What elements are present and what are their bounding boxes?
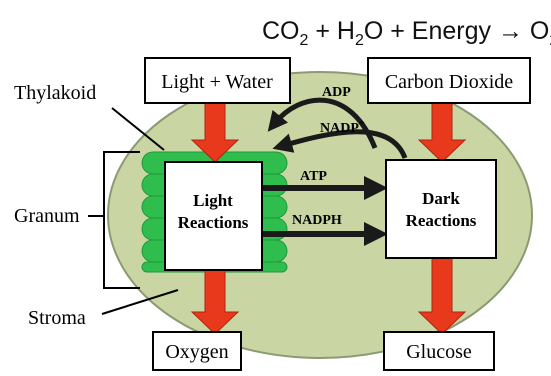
nadp-return-arrow	[272, 129, 408, 160]
light-water-label: Light + Water	[161, 71, 273, 93]
dark-reactions-box	[385, 159, 497, 259]
granum-label: Granum	[14, 205, 80, 227]
granum-bracket	[103, 151, 140, 289]
red-arrows	[190, 102, 467, 335]
nadp-label: NADP+	[320, 118, 365, 136]
dark-reactions-label-line2: Reactions	[406, 211, 477, 230]
adp-label: ADP	[322, 85, 351, 100]
glucose-box	[383, 331, 495, 371]
atp-label: ATP	[300, 169, 327, 184]
stroma-label: Stroma	[28, 307, 86, 329]
carbon-dioxide-label: Carbon Dioxide	[385, 71, 513, 93]
arrow-glyph: →	[498, 17, 523, 45]
thylakoid-label: Thylakoid	[14, 82, 96, 104]
adp-return-arrow	[267, 97, 378, 149]
oxygen-label: Oxygen	[165, 341, 228, 363]
arrow-co2-to-dark-reactions	[417, 102, 467, 163]
stroma-leader-line	[101, 289, 179, 315]
glucose-label: Glucose	[406, 341, 472, 363]
light-reactions-label-line2: Reactions	[178, 213, 249, 232]
arrow-light-reactions-to-oxygen	[190, 269, 240, 335]
arrow-light-water-to-light-reactions	[190, 102, 240, 163]
equation: CO2 + H2O + Energy → O2 + C6H1206	[262, 17, 551, 49]
thylakoid-leader-line	[111, 107, 165, 151]
light-reactions-label-line1: Light	[193, 191, 233, 210]
light-water-box	[144, 57, 291, 104]
light-reactions-box	[164, 161, 263, 271]
arrow-dark-reactions-to-glucose	[417, 257, 467, 335]
dark-reactions-label-line1: Dark	[422, 189, 460, 208]
nadph-label: NADPH	[292, 213, 342, 228]
carbon-dioxide-box	[367, 57, 531, 104]
oxygen-box	[152, 331, 242, 371]
